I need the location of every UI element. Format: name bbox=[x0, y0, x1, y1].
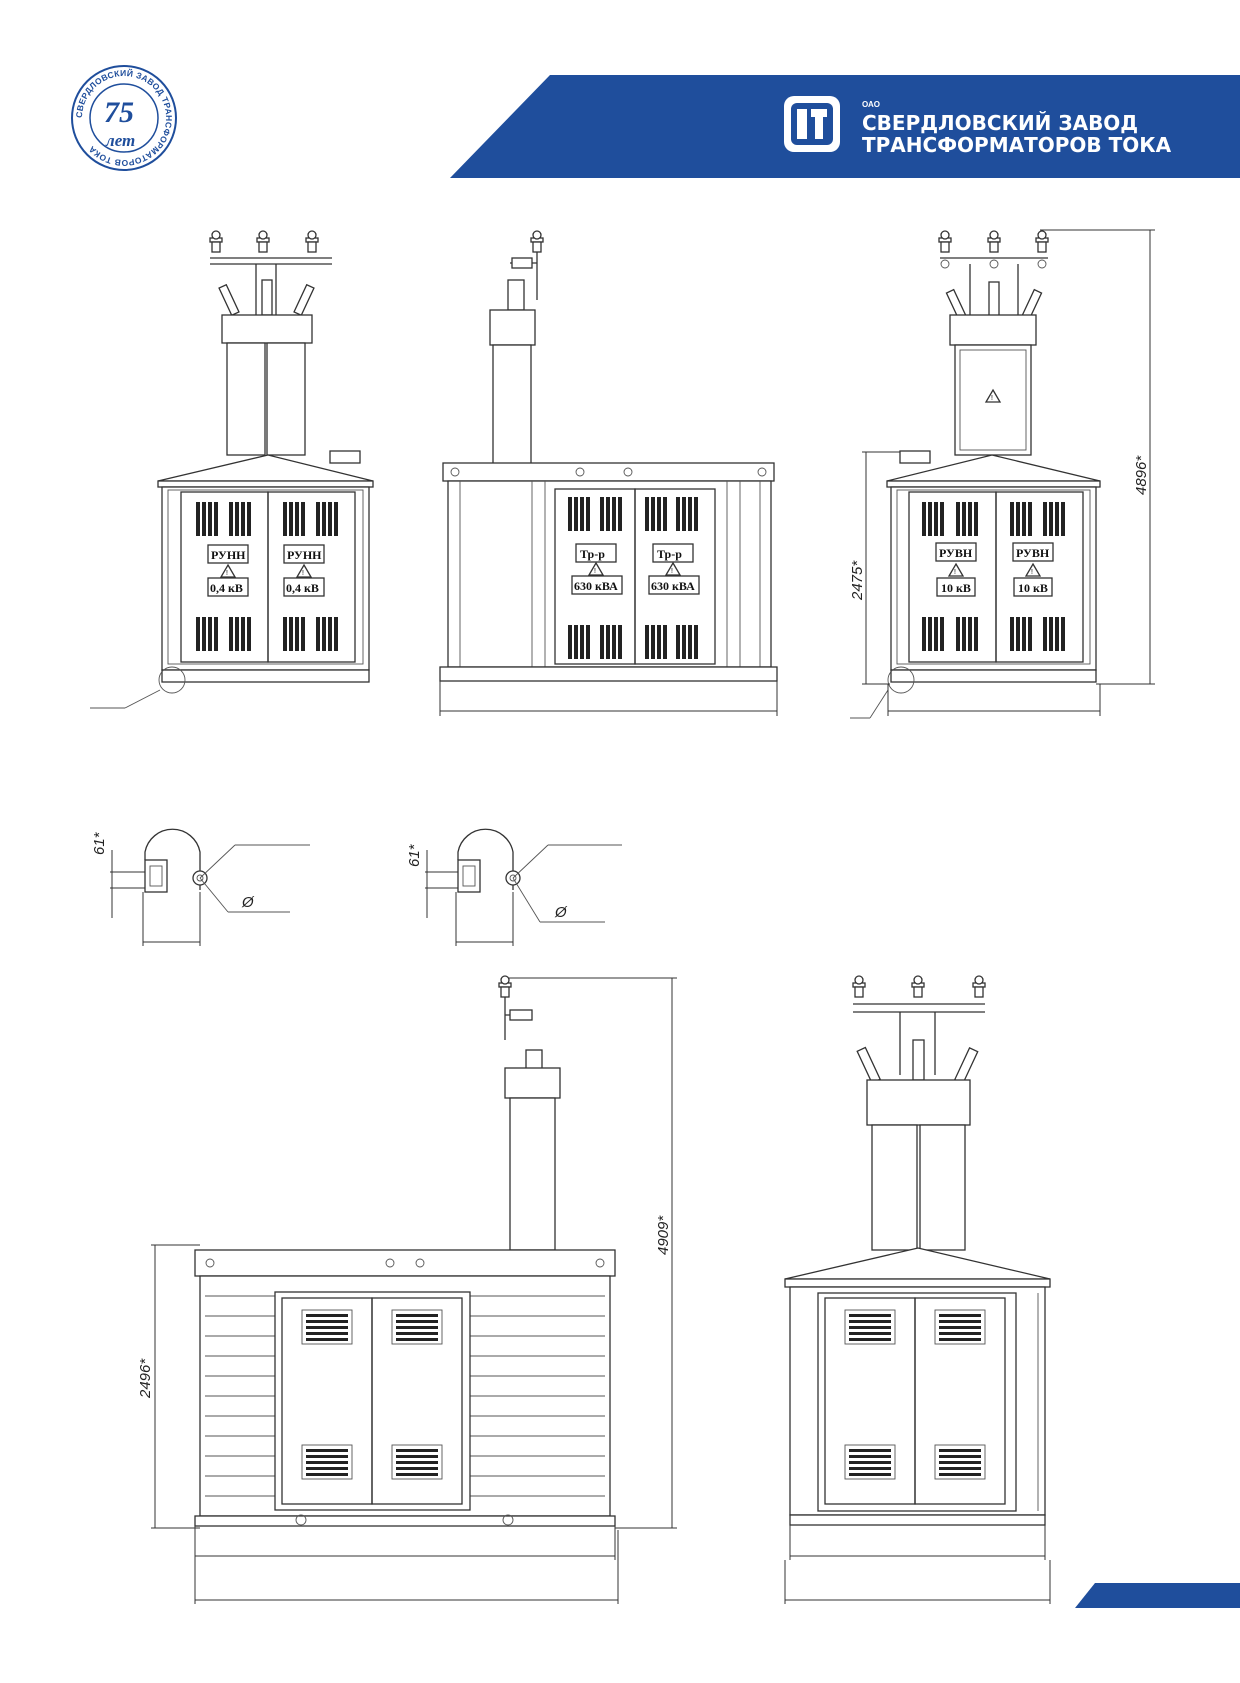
company-name-line2: ТРАНСФОРМАТОРОВ ТОКА bbox=[862, 133, 1172, 157]
height-body-dim: 2475* bbox=[849, 560, 866, 601]
door-right-power: 630 кВА bbox=[651, 579, 695, 593]
seal-number: 75 bbox=[104, 96, 134, 129]
view-side-transformer: Тр-р Тр-р 630 кВА 630 кВА bbox=[439, 230, 778, 716]
view-side-bottom: 4909* 2496* bbox=[137, 975, 677, 1604]
view-rear-hv: РУВН РУВН 10 кВ 10 кВ 4896* 2475* bbox=[849, 229, 1155, 719]
door-left-power: 630 кВА bbox=[574, 579, 618, 593]
view-front-bottom bbox=[784, 975, 1051, 1604]
detail-a: Ø 61* bbox=[91, 828, 310, 946]
door-right-label: Тр-р bbox=[657, 547, 682, 561]
detail-b-symbol: Ø bbox=[554, 904, 568, 921]
door-right-label: РУНН bbox=[287, 548, 322, 562]
company-logo bbox=[784, 96, 840, 152]
door-right-label: РУВН bbox=[1016, 546, 1050, 560]
height-total-dim: 4896* bbox=[1133, 455, 1150, 495]
company-name-line1: СВЕРДЛОВСКИЙ ЗАВОД bbox=[862, 111, 1138, 135]
door-left-label: РУВН bbox=[939, 546, 973, 560]
height-body-dim: 2496* bbox=[137, 1358, 154, 1399]
door-left-voltage: 0,4 кВ bbox=[210, 581, 243, 595]
detail-a-dim: 61* bbox=[91, 831, 108, 855]
height-total-dim: 4909* bbox=[655, 1215, 672, 1255]
door-right-voltage: 0,4 кВ bbox=[286, 581, 319, 595]
door-left-label: РУНН bbox=[211, 548, 246, 562]
footer-accent bbox=[1075, 1583, 1240, 1608]
door-left-voltage: 10 кВ bbox=[941, 581, 971, 595]
seal-word: лет bbox=[105, 131, 135, 150]
door-left-label: Тр-р bbox=[580, 547, 605, 561]
detail-b-dim: 61* bbox=[406, 843, 423, 867]
view-front-lv: РУНН РУНН 0,4 кВ 0,4 кВ bbox=[90, 230, 374, 709]
company-form: ОАО bbox=[862, 100, 880, 109]
detail-a-symbol: Ø bbox=[241, 894, 255, 911]
header-banner: ОАО СВЕРДЛОВСКИЙ ЗАВОД ТРАНСФОРМАТОРОВ Т… bbox=[450, 75, 1240, 178]
door-right-voltage: 10 кВ bbox=[1018, 581, 1048, 595]
detail-b: Ø 61* bbox=[406, 828, 622, 946]
anniversary-seal: СВЕРДЛОВСКИЙ ЗАВОД ТРАНСФОРМАТОРОВ ТОКА … bbox=[71, 65, 177, 171]
